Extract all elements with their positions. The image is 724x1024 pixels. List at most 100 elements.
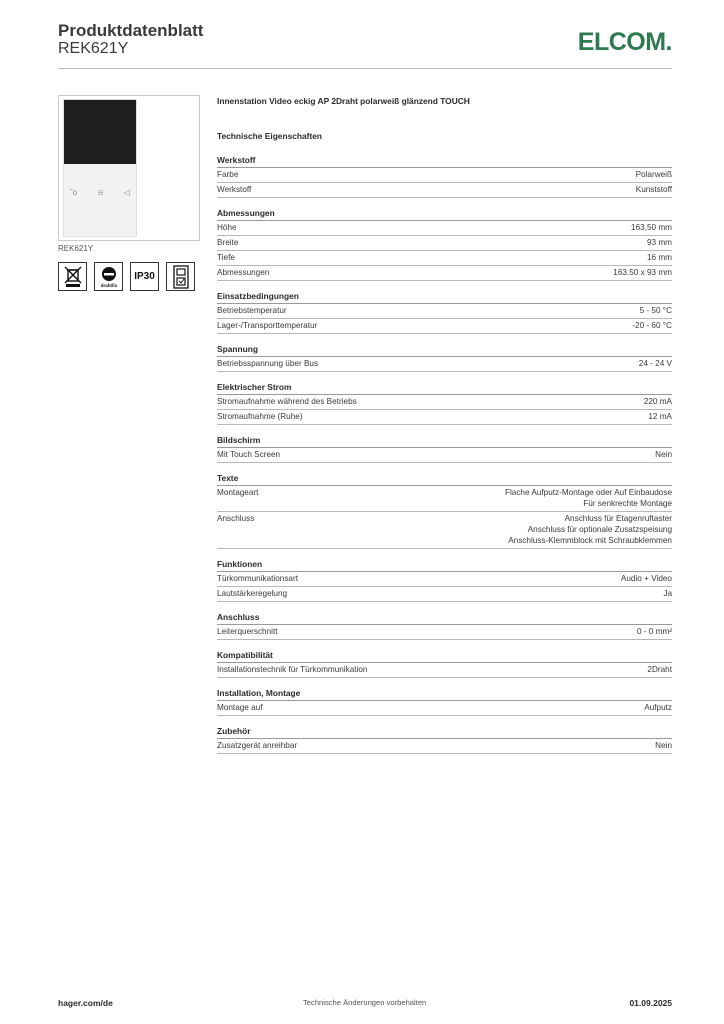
spec-group-title: Zubehör	[217, 724, 672, 739]
spec-row: Tiefe 16 mm	[217, 251, 672, 266]
spec-row: Farbe Polarweiß	[217, 168, 672, 183]
spec-group-title: Anschluss	[217, 610, 672, 625]
device-screen	[64, 100, 136, 164]
spec-value: -20 - 60 °C	[632, 321, 672, 330]
spec-value: Nein	[655, 450, 672, 459]
drahtfix-logo-icon: drahtfix	[94, 262, 123, 291]
intercom-device-illustration: ˇo ⍾ ◁	[63, 99, 137, 237]
product-code: REK621Y	[58, 40, 129, 57]
weee-crossed-bin-icon	[58, 262, 87, 291]
spec-row: Betriebsspannung über Bus 24 - 24 V	[217, 357, 672, 372]
spec-value: 163.50 x 93 mm	[613, 268, 672, 277]
section-heading: Technische Eigenschaften	[217, 131, 323, 141]
spec-value: Polarweiß	[635, 170, 672, 179]
bell-icon: ⍾	[97, 188, 104, 197]
spec-label: Lager-/Transporttemperatur	[217, 321, 318, 330]
spec-label: Installationstechnik für Türkommunikatio…	[217, 665, 368, 674]
spec-row: Montageart Flache Aufputz-Montage oder Au…	[217, 486, 672, 512]
footer-website: hager.com/de	[58, 998, 113, 1008]
spec-value: 12 mA	[648, 412, 672, 421]
spec-label: Tiefe	[217, 253, 235, 262]
ip-rating-text: IP30	[134, 271, 155, 282]
spec-group-title: Funktionen	[217, 557, 672, 572]
spec-label: Breite	[217, 238, 239, 247]
spec-row: Zusatzgerät anreihbar Nein	[217, 739, 672, 754]
certification-icons: drahtfix IP30	[58, 262, 195, 291]
spec-row: Stromaufnahme (Ruhe) 12 mA	[217, 410, 672, 425]
spec-label: Stromaufnahme während des Betriebs	[217, 397, 357, 406]
product-description: Innenstation Video eckig AP 2Draht polar…	[217, 96, 470, 106]
spec-row: Mit Touch Screen Nein	[217, 448, 672, 463]
spec-row: Türkommunikationsart Audio + Video	[217, 572, 672, 587]
spec-row: Abmessungen 163.50 x 93 mm	[217, 266, 672, 281]
spec-row: Werkstoff Kunststoff	[217, 183, 672, 198]
spec-value: 24 - 24 V	[638, 359, 672, 368]
key-icon: ˇo	[70, 188, 78, 197]
spec-value: Aufputz	[644, 703, 672, 712]
spec-value: Nein	[655, 741, 672, 750]
spec-label: Farbe	[217, 170, 239, 179]
elcom-logo: ELCOM.	[577, 28, 673, 56]
spec-label: Türkommunikationsart	[217, 574, 298, 583]
spec-label: Betriebstemperatur	[217, 306, 287, 315]
spec-value: 5 - 50 °C	[639, 306, 672, 315]
surface-mount-icon	[166, 262, 195, 291]
spec-value: Flache Aufputz-Montage oder Auf Einbaudo…	[504, 488, 672, 508]
spec-row: Stromaufnahme während des Betriebs 220 mA	[217, 395, 672, 410]
spec-group-title: Kompatibilität	[217, 648, 672, 663]
footer-date: 01.09.2025	[629, 998, 672, 1008]
spec-value: Ja	[663, 589, 672, 598]
spec-group-title: Bildschirm	[217, 433, 672, 448]
drahtfix-text: drahtfix	[100, 283, 117, 288]
spec-value: 220 mA	[643, 397, 672, 406]
spec-value: Anschluss für Etagenruftaster Anschluss …	[508, 514, 672, 545]
spec-row: Betriebstemperatur 5 - 50 °C	[217, 304, 672, 319]
spec-group-title: Abmessungen	[217, 206, 672, 221]
document-title: Produktdatenblatt	[58, 21, 204, 40]
spec-label: Werkstoff	[217, 185, 252, 194]
spec-group-title: Einsatzbedingungen	[217, 289, 672, 304]
header-divider	[58, 68, 672, 69]
spec-label: Stromaufnahme (Ruhe)	[217, 412, 303, 421]
spec-value: 16 mm	[646, 253, 672, 262]
spec-label: Zusatzgerät anreihbar	[217, 741, 298, 750]
spec-label: Betriebsspannung über Bus	[217, 359, 319, 368]
spec-label: Montageart	[217, 488, 259, 497]
spec-group-title: Elektrischer Strom	[217, 380, 672, 395]
spec-group-title: Werkstoff	[217, 153, 672, 168]
spec-label: Höhe	[217, 223, 237, 232]
spec-label: Leiterquerschnitt	[217, 627, 278, 636]
spec-value: 2Draht	[647, 665, 672, 674]
spec-row: Breite 93 mm	[217, 236, 672, 251]
spec-label: Anschluss	[217, 514, 255, 523]
product-image-caption: REK621Y	[58, 244, 94, 253]
spec-label: Lautstärkeregelung	[217, 589, 288, 598]
spec-group-title: Texte	[217, 471, 672, 486]
spec-row: Installationstechnik für Türkommunikatio…	[217, 663, 672, 678]
product-image: ˇo ⍾ ◁	[58, 95, 200, 241]
spec-group-title: Installation, Montage	[217, 686, 672, 701]
spec-value: 93 mm	[646, 238, 672, 247]
footer-disclaimer: Technische Änderungen vorbehalten	[303, 998, 427, 1007]
spec-label: Mit Touch Screen	[217, 450, 281, 459]
spec-value: Kunststoff	[635, 185, 672, 194]
spec-row: Anschluss Anschluss für Etagenruftaster A…	[217, 512, 672, 549]
spec-label: Abmessungen	[217, 268, 270, 277]
spec-group-title: Spannung	[217, 342, 672, 357]
spec-value: Audio + Video	[620, 574, 672, 583]
